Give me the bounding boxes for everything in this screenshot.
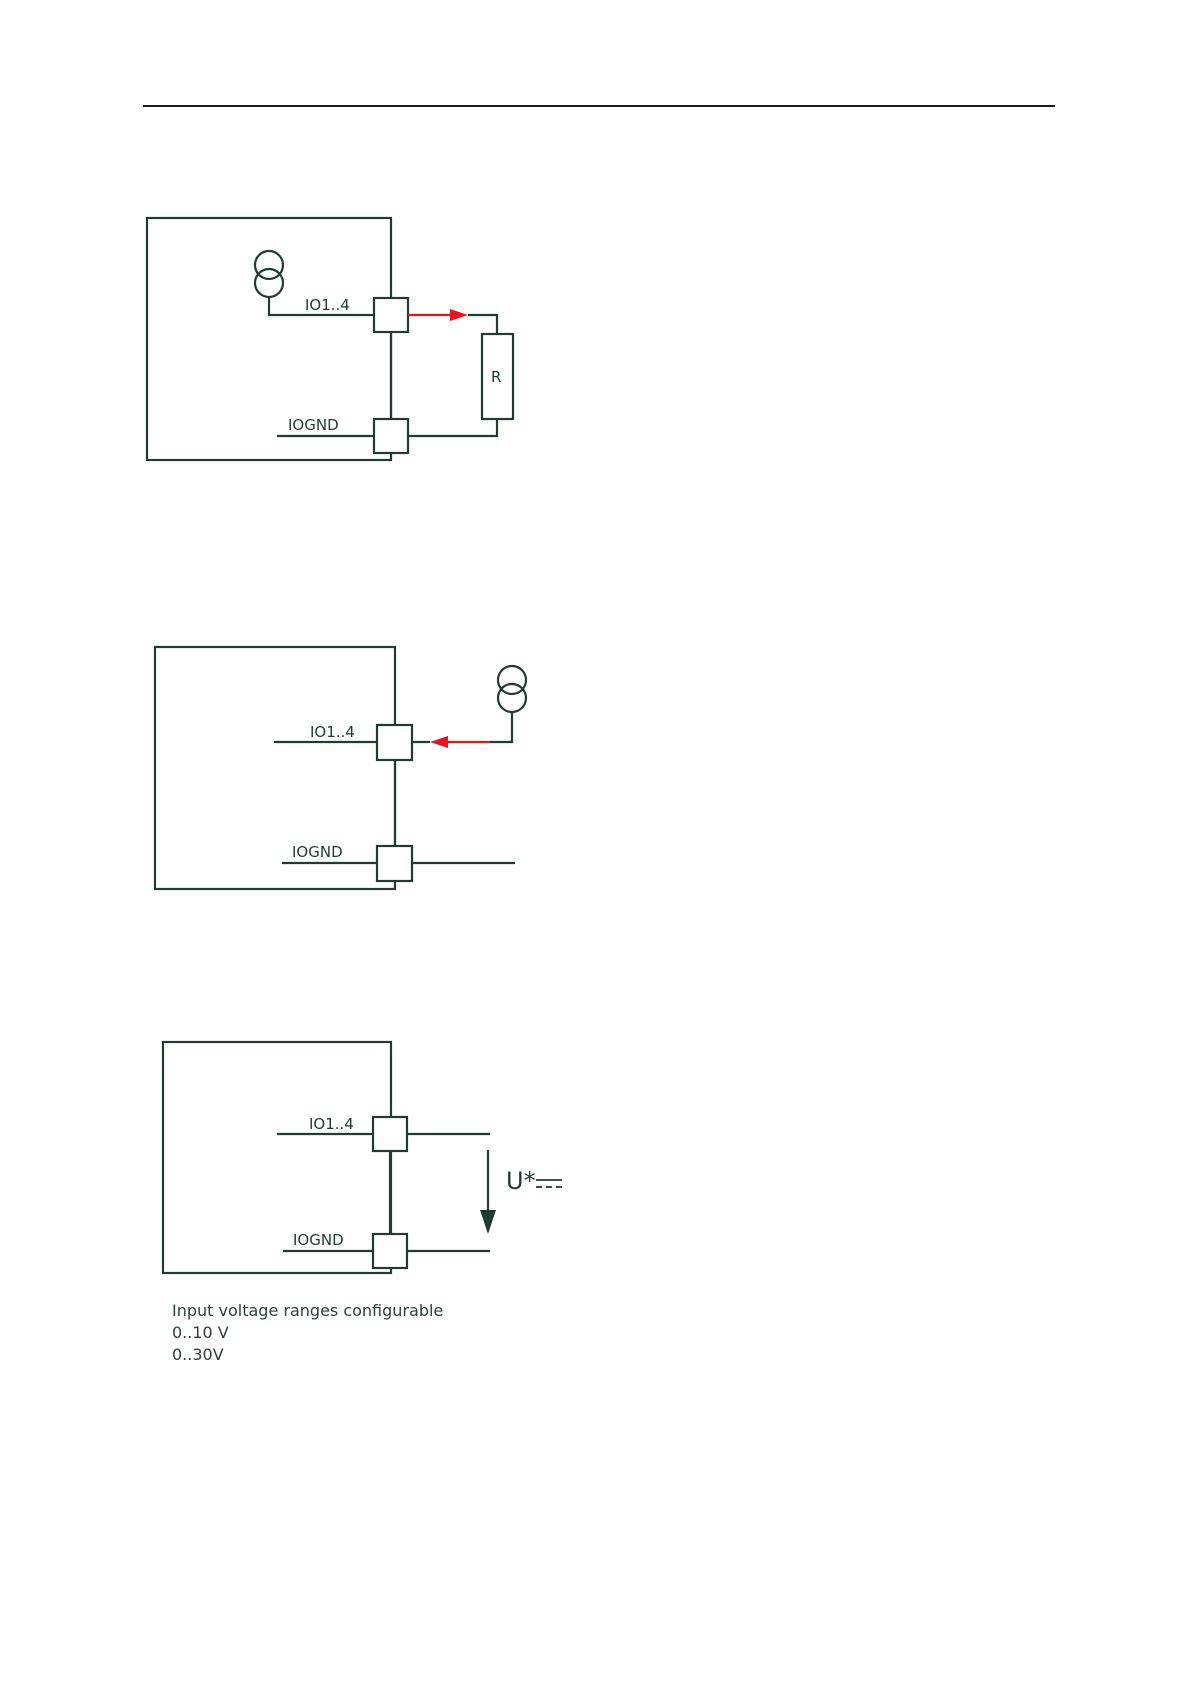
current-source-icon	[255, 251, 283, 297]
io-label: IO1..4	[310, 723, 355, 741]
resistor-label: R	[491, 368, 501, 386]
gnd-terminal	[373, 1234, 407, 1268]
device-box	[155, 647, 395, 889]
gnd-terminal	[377, 846, 412, 881]
current-source-icon	[498, 666, 526, 712]
diagram-current-output: IO1..4 IOGND R	[0, 200, 1191, 480]
source-wire	[490, 712, 512, 742]
io-terminal	[377, 725, 412, 760]
dc-symbol-icon	[536, 1180, 562, 1187]
arrow-head-icon	[450, 309, 468, 321]
arrow-head-icon	[430, 736, 448, 748]
arrow-down-icon	[480, 1210, 496, 1234]
device-box	[147, 218, 391, 460]
diagram-current-input: IO1..4 IOGND	[0, 630, 1191, 900]
io-terminal	[373, 1117, 407, 1151]
io-terminal	[374, 298, 408, 332]
voltage-range-note: Input voltage ranges configurable 0..10 …	[172, 1300, 443, 1366]
header-rule	[143, 105, 1055, 107]
device-box	[163, 1042, 391, 1273]
io-label: IO1..4	[305, 296, 350, 314]
diagram-voltage-input: IO1..4 IOGND U*	[0, 1030, 1191, 1280]
range-item: 0..10 V	[172, 1322, 443, 1344]
gnd-terminal	[374, 419, 408, 453]
gnd-label: IOGND	[292, 843, 343, 861]
gnd-label: IOGND	[288, 416, 339, 434]
io-label: IO1..4	[309, 1115, 354, 1133]
note-title: Input voltage ranges configurable	[172, 1300, 443, 1322]
voltage-label: U*	[506, 1167, 536, 1195]
gnd-label: IOGND	[293, 1231, 344, 1249]
load-wire-bottom	[408, 419, 497, 436]
range-item: 0..30V	[172, 1344, 443, 1366]
load-wire-top	[468, 315, 497, 334]
